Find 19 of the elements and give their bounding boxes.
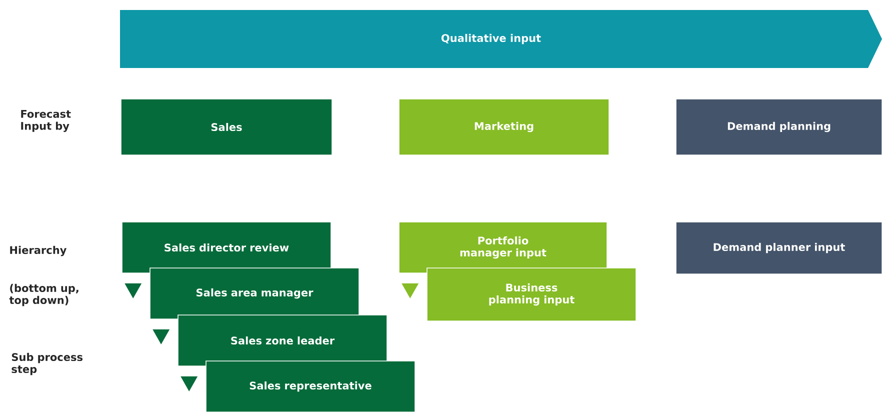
chevron-banner: Qualitative input (120, 10, 882, 68)
flow-triangle (402, 283, 419, 298)
row-label: (bottom up, top down) (9, 284, 78, 306)
category-box: Demand planning (676, 98, 882, 156)
process-box: Portfolio manager input (398, 222, 608, 274)
flow-triangle (124, 283, 142, 298)
flow-triangle (180, 376, 198, 392)
row-label: Sub process step (12, 352, 82, 376)
category-box: Marketing (398, 98, 610, 156)
process-box: Business planning input (426, 268, 636, 322)
process-box: Sales zone leader (178, 314, 388, 366)
process-box: Sales director review (122, 222, 332, 274)
row-label: Forecast Input by (21, 110, 71, 132)
category-box: Sales (120, 98, 332, 156)
process-box: Sales area manager (150, 268, 360, 320)
row-label: Hierarchy (10, 246, 66, 256)
process-box: Sales representative (206, 360, 416, 412)
flow-triangle (152, 329, 170, 344)
process-box: Demand planner input (676, 222, 882, 274)
